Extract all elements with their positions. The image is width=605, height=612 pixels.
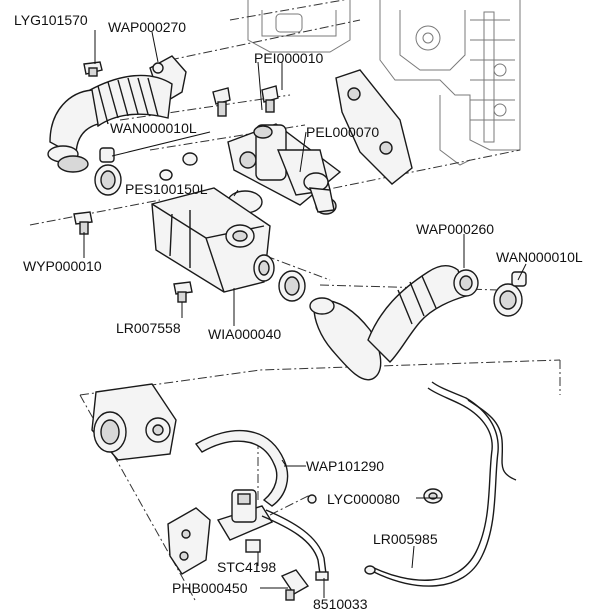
engine-gasket <box>335 69 413 185</box>
vacuum-pipe-short <box>261 509 329 601</box>
label-wan000010l-upper: WAN000010L <box>110 120 197 136</box>
egr-cooler <box>151 187 275 293</box>
label-wia000040: WIA000040 <box>208 326 281 342</box>
hose-clip-upper <box>94 147 122 196</box>
vacuum-pipe-long <box>364 381 517 587</box>
label-lr007558: LR007558 <box>116 320 181 336</box>
valve-bolts <box>212 85 279 117</box>
vacuum-solenoid <box>167 489 274 575</box>
throttle-body <box>91 383 177 461</box>
engine-block <box>247 0 521 166</box>
label-stc4198: STC4198 <box>217 559 276 575</box>
bolt-lyg101570 <box>83 61 103 77</box>
label-pes100150l: PES100150L <box>125 181 208 197</box>
label-lyc000080: LYC000080 <box>327 491 400 507</box>
label-wap000260: WAP000260 <box>416 221 494 237</box>
label-lyg101570: LYG101570 <box>14 12 88 28</box>
hose-clip-right <box>493 271 527 317</box>
label-wap000270: WAP000270 <box>108 19 186 35</box>
cooler-bolts <box>73 211 193 303</box>
label-wan000010l-right: WAN000010L <box>496 249 583 265</box>
hose-clip-middle <box>278 270 306 302</box>
leader-lines <box>83 30 527 598</box>
label-pel000070: PEL000070 <box>306 124 379 140</box>
egr-hose-lower <box>309 265 479 381</box>
part-labels: LYG101570 WAP000270 PEI000010 WAN000010L… <box>14 12 583 612</box>
egr-valve <box>227 123 342 215</box>
label-wyp000010: WYP000010 <box>23 258 102 274</box>
vacuum-hose <box>194 429 289 507</box>
label-pei000010: PEI000010 <box>254 50 323 66</box>
label-lr005985: LR005985 <box>373 531 438 547</box>
label-8510033: 8510033 <box>313 596 368 612</box>
egr-cooler-hose-upper <box>47 55 187 173</box>
label-wap101290: WAP101290 <box>306 458 384 474</box>
label-phb000450: PHB000450 <box>172 580 248 596</box>
